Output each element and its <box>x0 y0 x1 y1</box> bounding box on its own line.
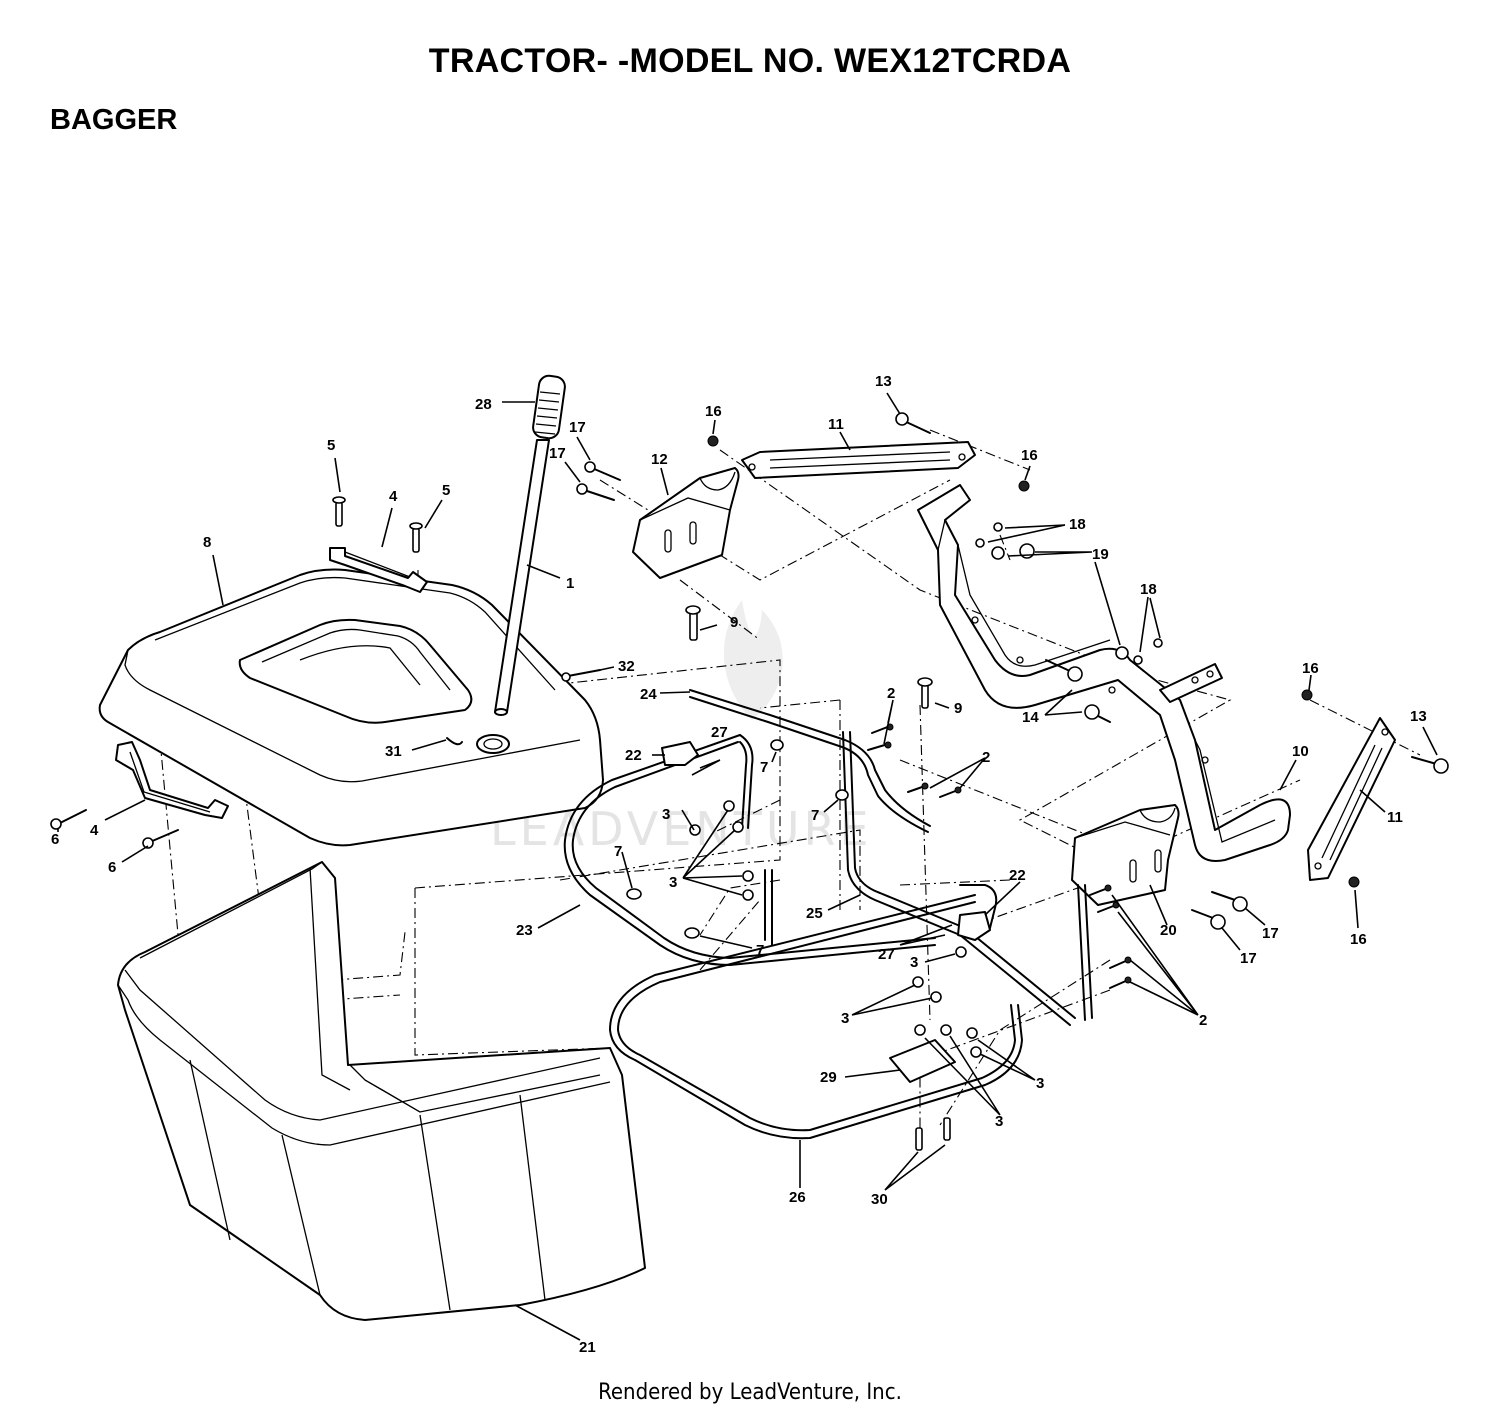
callout-17: 17 <box>1240 950 1257 967</box>
callout-28: 28 <box>475 396 492 413</box>
callout-22: 22 <box>625 747 642 764</box>
callout-7: 7 <box>760 759 768 776</box>
lid-handle-top <box>329 547 428 593</box>
bag-frame-26 <box>609 884 1023 1140</box>
callout-12: 12 <box>651 451 668 468</box>
handle-tube <box>494 374 566 716</box>
hardware <box>50 412 1449 1151</box>
bagger-frame <box>917 484 1291 862</box>
callout-3: 3 <box>1036 1075 1044 1092</box>
bag-frame-23 <box>563 734 936 966</box>
callout-21: 21 <box>579 1339 596 1356</box>
callout-9: 9 <box>730 614 738 631</box>
mount-bracket-upper <box>632 467 740 579</box>
latch-22-left <box>661 741 699 766</box>
callout-2: 2 <box>887 685 895 702</box>
callout-7: 7 <box>811 807 819 824</box>
callout-29: 29 <box>820 1069 837 1086</box>
callout-8: 8 <box>203 534 211 551</box>
callout-4: 4 <box>389 488 398 505</box>
callout-13: 13 <box>875 373 892 390</box>
callout-32: 32 <box>618 658 635 675</box>
latch-22-right <box>957 911 991 941</box>
callout-20: 20 <box>1160 922 1177 939</box>
callout-2: 2 <box>1199 1012 1207 1029</box>
page-title: TRACTOR- -MODEL NO. WEX12TCRDA <box>428 42 1072 80</box>
support-strap-top <box>741 441 976 479</box>
callout-4: 4 <box>90 822 99 839</box>
callout-11: 11 <box>828 416 844 433</box>
callout-23: 23 <box>516 922 533 939</box>
callout-16: 16 <box>1302 660 1319 677</box>
callout-31: 31 <box>385 743 402 760</box>
mount-bracket-lower <box>1071 804 1180 906</box>
callout-1: 1 <box>566 575 574 592</box>
callout-27: 27 <box>878 946 895 963</box>
callout-17: 17 <box>1262 925 1279 942</box>
callout-6: 6 <box>51 831 59 848</box>
callout-18: 18 <box>1069 516 1086 533</box>
callout-27: 27 <box>711 724 728 741</box>
callout-3: 3 <box>662 806 670 823</box>
callout-5: 5 <box>327 437 335 454</box>
lid-handle-side <box>115 741 229 819</box>
callout-6: 6 <box>108 859 116 876</box>
callout-17: 17 <box>549 445 566 462</box>
callout-10: 10 <box>1292 743 1309 760</box>
callout-24: 24 <box>640 686 657 703</box>
callout-22: 22 <box>1009 867 1026 884</box>
callout-19: 19 <box>1092 546 1109 563</box>
footer-credit: Rendered by LeadVenture, Inc. <box>598 1380 902 1405</box>
bag-frame-25 <box>842 731 1093 1026</box>
callout-16: 16 <box>1021 447 1038 464</box>
callout-9: 9 <box>954 700 962 717</box>
callout-16: 16 <box>1350 931 1367 948</box>
catcher-bag <box>117 861 646 1321</box>
callout-2: 2 <box>982 749 990 766</box>
support-strap-side <box>1307 717 1396 881</box>
callout-labels: 28 1 5 5 4 8 17 17 12 16 11 13 16 18 19 … <box>51 373 1427 1356</box>
callout-18: 18 <box>1140 581 1157 598</box>
callout-11: 11 <box>1387 809 1403 826</box>
leader-lines <box>57 392 1438 1341</box>
callout-3: 3 <box>669 874 677 891</box>
callout-3: 3 <box>841 1010 849 1027</box>
callout-7: 7 <box>614 843 622 860</box>
callout-30: 30 <box>871 1191 888 1208</box>
callout-26: 26 <box>789 1189 806 1206</box>
section-title: BAGGER <box>50 104 178 136</box>
callout-25: 25 <box>806 905 823 922</box>
callout-7: 7 <box>756 942 764 959</box>
callout-16: 16 <box>705 403 722 420</box>
callout-17: 17 <box>569 419 586 436</box>
callout-3: 3 <box>910 954 918 971</box>
callout-13: 13 <box>1410 708 1427 725</box>
plate-29 <box>889 1039 956 1083</box>
bagger-lid <box>98 568 604 847</box>
callout-5: 5 <box>442 482 450 499</box>
callout-3: 3 <box>995 1113 1003 1130</box>
callout-14: 14 <box>1022 709 1039 726</box>
